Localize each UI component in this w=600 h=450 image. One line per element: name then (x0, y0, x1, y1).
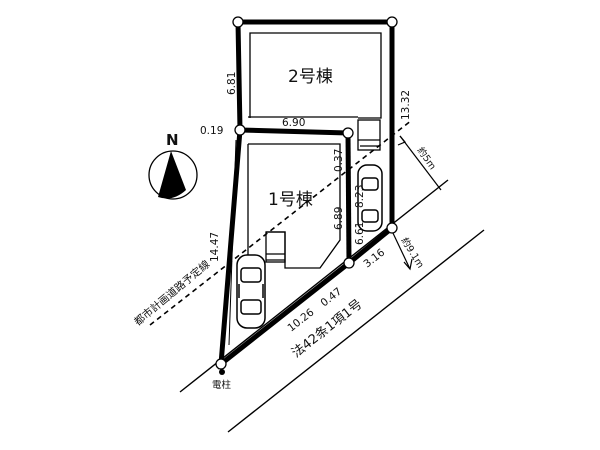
dim-lot1-left: 14.47 (209, 232, 221, 262)
utility-pole-label: 電柱 (212, 379, 232, 391)
dim-offset: 0.19 (200, 125, 223, 137)
boundary-markers (215, 16, 398, 370)
dim-frontage-small: 0.47 (318, 286, 344, 310)
dim-driveway-a: 6.61 (354, 222, 366, 245)
car-icon-right (357, 164, 383, 232)
building-2-label: 2号棟 (288, 67, 333, 87)
dim-lot2-right: 13.32 (400, 90, 412, 120)
setback-dimension (391, 135, 442, 271)
car-icon-left (236, 254, 266, 329)
planned-road-line (149, 119, 413, 326)
dim-lot2-bottom: 6.90 (282, 117, 305, 129)
dim-lot1-right-upper: 0.37 (333, 149, 345, 172)
road-lines (179, 179, 485, 433)
planned-road-label: 都市計画道路予定線 (132, 257, 213, 328)
dim-lot2-left: 6.81 (226, 72, 238, 95)
compass-icon: N (148, 131, 198, 200)
dim-driveway-b: 8.23 (354, 185, 366, 208)
building-1-label: 1号棟 (268, 190, 313, 210)
compass-north-label: N (166, 131, 179, 149)
lot-2-boundary (235, 19, 395, 228)
building-2-footprint (248, 32, 382, 151)
building-1-footprint (247, 143, 341, 269)
setback-label: 約5m (415, 145, 439, 172)
utility-pole-icon (219, 369, 225, 375)
dim-lot1-right-mid: 6.89 (333, 207, 345, 230)
